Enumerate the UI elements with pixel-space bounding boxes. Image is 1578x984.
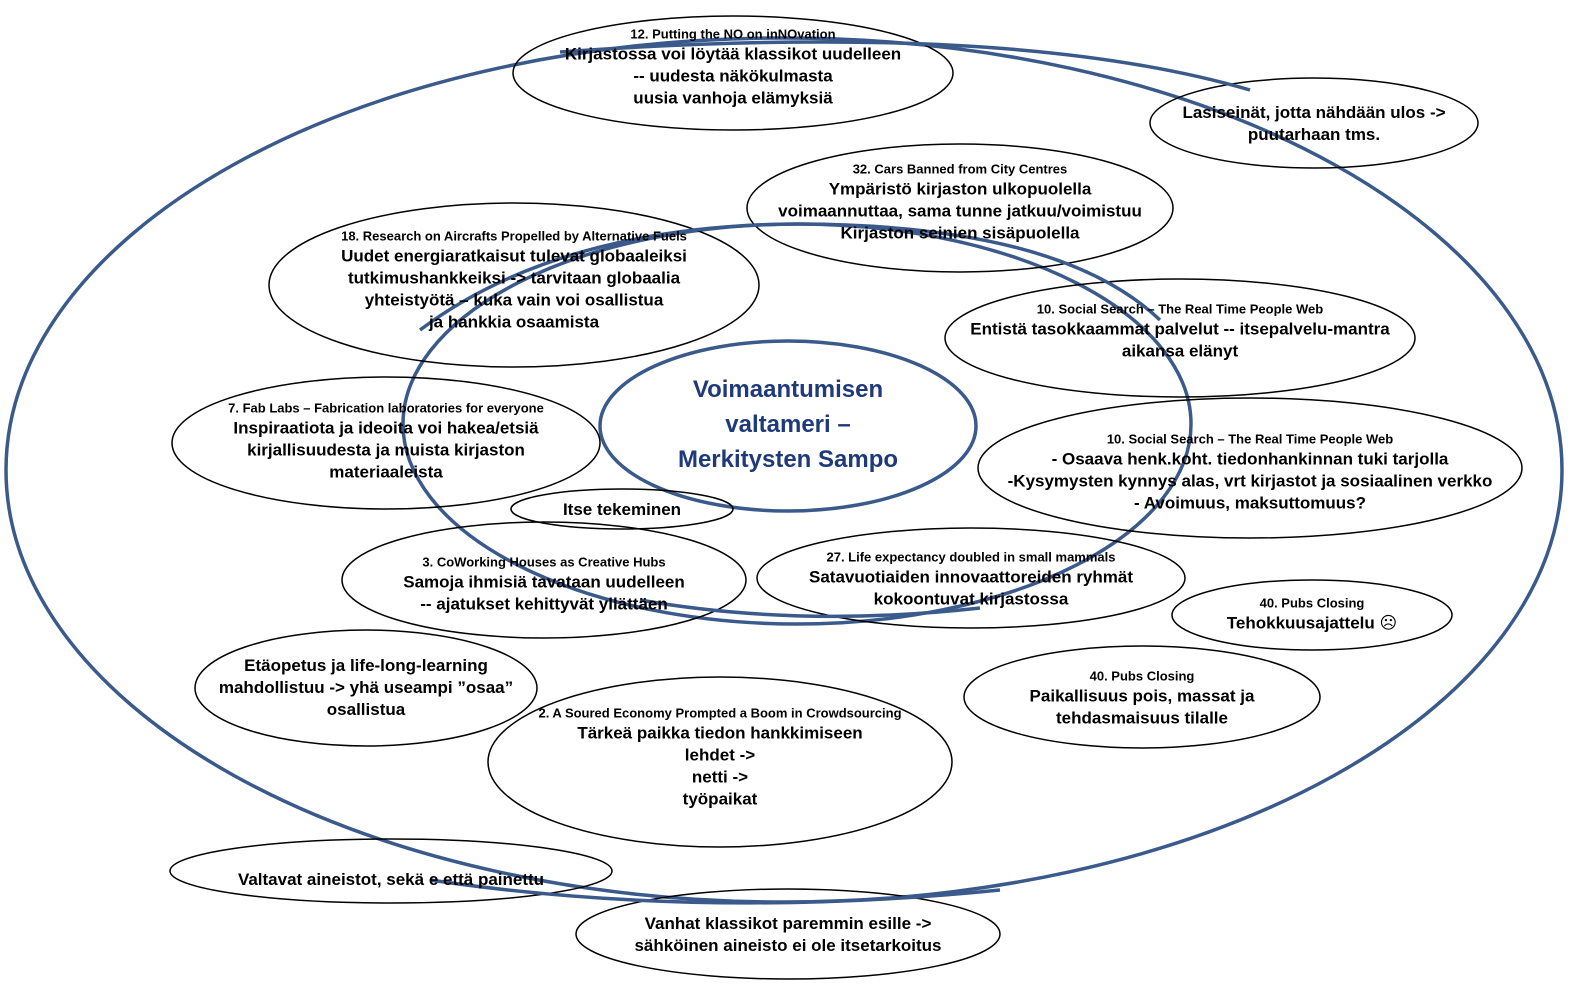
bubble-text-line: aikansa elänyt [1121, 341, 1239, 361]
bubble-heading: 40. Pubs Closing [1089, 668, 1195, 684]
bubble-text-line: Inspiraatiota ja ideoita voi hakea/etsiä [233, 418, 539, 438]
bubble-label-crowdsourcing: 2. A Soured Economy Prompted a Boom in C… [538, 705, 901, 810]
bubble-text-line: puutarhaan tms. [1247, 125, 1381, 144]
bubble-heading: 7. Fab Labs – Fabrication laboratories f… [228, 400, 544, 416]
bubble-heading: 40. Pubs Closing [1259, 595, 1365, 611]
bubble-label-distance-learning: Etäopetus ja life-long-learning mahdolli… [219, 655, 513, 721]
bubble-ellipse [977, 397, 1523, 539]
bubble-text-line: lehdet -> [684, 745, 756, 765]
bubble-text-line: Entistä tasokkaammat palvelut -- itsepal… [970, 319, 1390, 339]
bubble-label-materials: Valtavat aineistot, sekä e että painettu [238, 869, 544, 891]
outer-frame-top-arc [559, 40, 1251, 92]
bubble-label-innovation: 12. Putting the NO on inNOvation Kirjast… [565, 26, 901, 109]
center-title-line: valtameri – [725, 410, 851, 438]
bubble-text-line: Etäopetus ja life-long-learning [244, 655, 488, 675]
bubble-label-cars-banned: 32. Cars Banned from City Centres Ympäri… [778, 161, 1142, 244]
bubble-text-line: työpaikat [682, 789, 758, 809]
bubble-label-glass-walls: Lasiseinät, jotta nähdään ulos -> puutar… [1182, 102, 1445, 146]
bubble-text-line: sähköinen aineisto ei ole itsetarkoitus [634, 936, 942, 955]
bubble-ellipse [1149, 77, 1479, 169]
bubble-text-line: tutkimushankkeiksi -> tarvitaan globaali… [347, 268, 681, 288]
bubble-text-line: - Osaava henk.koht. tiedonhankinnan tuki… [1051, 449, 1449, 469]
bubble-text-line: yhteistyötä – kuka vain voi osallistua [364, 290, 664, 310]
bubble-text-line: Samoja ihmisiä tavataan uudelleen [403, 572, 685, 592]
bubble-text-line: Vanhat klassikot paremmin esille -> [644, 913, 932, 933]
bubble-text-line: mahdollistuu -> yhä useampi ”osaa” [218, 677, 514, 697]
center-title: Voimaantumisen valtameri – Merkitysten S… [678, 373, 898, 477]
bubble-heading: 2. A Soured Economy Prompted a Boom in C… [538, 705, 902, 721]
bubble-ellipse [171, 376, 601, 510]
center-ellipse [598, 339, 978, 513]
bubble-text-line: Uudet energiaratkaisut tulevat globaalei… [341, 246, 687, 266]
bubble-text-line: osallistua [326, 700, 406, 720]
outer-frame-bottom-arc [429, 878, 1001, 905]
bubble-ellipse [341, 521, 747, 639]
bubble-heading: 12. Putting the NO on inNOvation [630, 26, 836, 42]
bubble-heading: 18. Research on Aircrafts Propelled by A… [341, 228, 687, 244]
bubble-ellipse [756, 527, 1186, 629]
bubble-text-line: Kirjaston seinien sisäpuolella [840, 223, 1080, 243]
bubble-label-social-search-2: 10. Social Search – The Real Time People… [1008, 431, 1493, 514]
bubble-text-line: -- uudesta näkökulmasta [633, 66, 833, 86]
bubble-label-social-search-1: 10. Social Search – The Real Time People… [970, 301, 1389, 362]
bubble-ellipse [510, 488, 734, 530]
inner-frame-bottom-arc [639, 598, 981, 619]
bubble-heading: 27. Life expectancy doubled in small mam… [826, 549, 1116, 565]
bubble-heading: 32. Cars Banned from City Centres [852, 161, 1068, 177]
bubble-label-life-expectancy: 27. Life expectancy doubled in small mam… [809, 549, 1133, 610]
bubble-shapes [169, 15, 1523, 980]
bubble-heading: 10. Social Search – The Real Time People… [1036, 301, 1324, 317]
bubble-ellipse [512, 15, 954, 131]
bubble-label-coworking: 3. CoWorking Houses as Creative Hubs Sam… [403, 554, 685, 615]
bubble-text-line: kokoontuvat kirjastossa [873, 589, 1069, 609]
bubble-text-line: -- ajatukset kehittyvät yllättäen [420, 594, 668, 614]
bubble-text-line: Paikallisuus pois, massat ja [1029, 686, 1255, 706]
bubble-text-line: netti -> [691, 767, 749, 787]
bubble-ellipse [1171, 579, 1453, 651]
bubble-text-line: uusia vanhoja elämyksiä [633, 88, 833, 108]
bubble-ellipse [963, 645, 1321, 749]
bubble-label-aircrafts: 18. Research on Aircrafts Propelled by A… [341, 228, 687, 333]
bubble-text-line: -Kysymysten kynnys alas, vrt kirjastot j… [1007, 471, 1493, 491]
bubble-label-pubs-closing-2: 40. Pubs Closing Paikallisuus pois, mass… [1030, 668, 1255, 729]
bubble-ellipse [169, 838, 613, 904]
bubble-text-line: Tehokkuusajattelu ☹ [1226, 613, 1398, 633]
bubble-text-line: voimaannuttaa, sama tunne jatkuu/voimist… [778, 201, 1142, 221]
center-title-line: Voimaantumisen [692, 375, 884, 403]
bubble-text-line: kirjallisuudesta ja muista kirjaston [247, 440, 525, 460]
bubble-text-line: - Avoimuus, maksuttomuus? [1133, 493, 1367, 513]
bubble-text-line: Valtavat aineistot, sekä e että painettu [237, 869, 545, 889]
center-title-line: Merkitysten Sampo [677, 445, 899, 473]
bubble-ellipse [746, 143, 1174, 273]
bubble-heading: 3. CoWorking Houses as Creative Hubs [422, 554, 666, 570]
bubble-text-line: tehdasmaisuus tilalle [1056, 708, 1228, 728]
inner-frame-top-arc [418, 222, 1162, 332]
bubble-label-fab-labs: 7. Fab Labs – Fabrication laboratories f… [228, 400, 544, 483]
bubble-text-line: Itse tekeminen [562, 499, 682, 519]
bubble-text-line: Ympäristö kirjaston ulkopuolella [828, 179, 1092, 199]
bubble-ellipse [194, 629, 538, 747]
bubble-text-line: Tärkeä paikka tiedon hankkimiseen [577, 723, 863, 743]
bubble-text-line: Kirjastossa voi löytää klassikot uudelle… [564, 44, 902, 64]
bubble-label-pubs-closing-1: 40. Pubs Closing Tehokkuusajattelu ☹ [1227, 596, 1397, 635]
bubble-text-line: materiaaleista [329, 462, 443, 482]
bubble-label-itse-tekeminen: Itse tekeminen [563, 499, 681, 521]
bubble-text-line: Lasiseinät, jotta nähdään ulos -> [1182, 102, 1446, 122]
bubble-text-line: ja hankkia osaamista [428, 312, 600, 332]
bubble-ellipse [944, 278, 1416, 398]
bubble-heading: 10. Social Search – The Real Time People… [1106, 431, 1394, 447]
bubble-text-line: Satavuotiaiden innovaattoreiden ryhmät [808, 567, 1134, 587]
bubble-ellipse [487, 676, 953, 848]
bubble-ellipse [575, 888, 1001, 980]
bubble-ellipse [268, 202, 760, 368]
bubble-label-classics: Vanhat klassikot paremmin esille -> sähk… [634, 913, 941, 957]
